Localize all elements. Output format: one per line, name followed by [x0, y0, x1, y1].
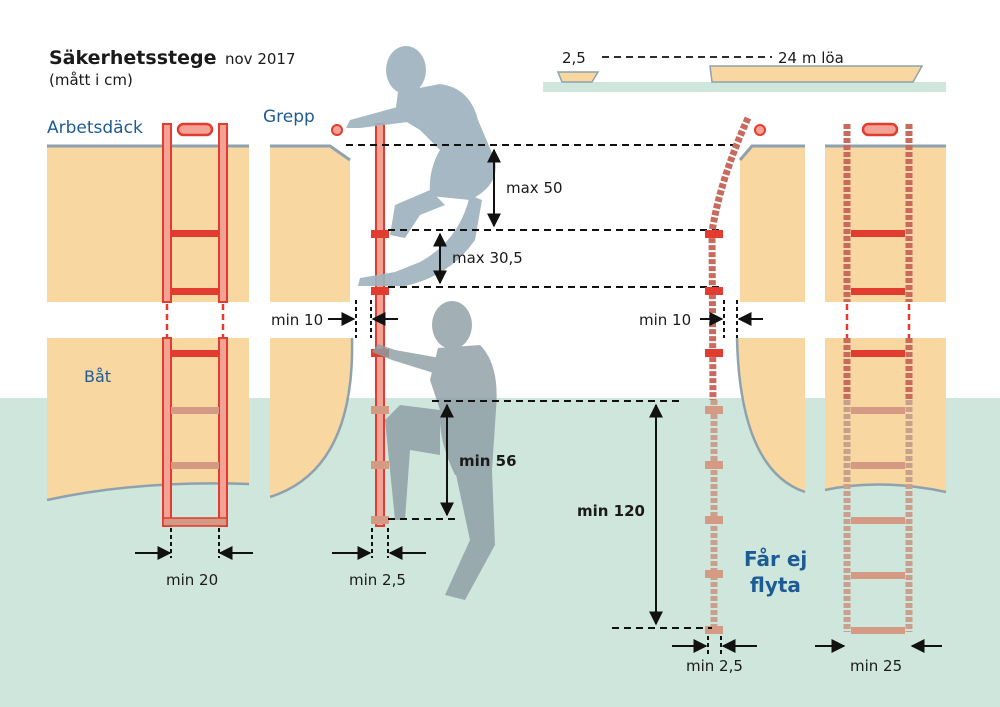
min-10-right-label: min 10 [639, 311, 691, 329]
deck-hull [270, 146, 350, 302]
boat-hull [270, 338, 353, 497]
rope-rung-end [705, 461, 723, 469]
ladder-rung [171, 288, 219, 295]
deck-hull [740, 146, 805, 302]
small-boat-icon [556, 71, 600, 83]
boat-hull-edge [824, 483, 947, 494]
rung-end [371, 406, 389, 414]
panel-rope-ladder-front: min 25 [815, 122, 947, 675]
min-25-label: min 25 [850, 657, 902, 675]
max-50-label: max 50 [506, 179, 563, 197]
ladder-rung [171, 350, 219, 357]
min-2-5-left-label: min 2,5 [349, 571, 406, 589]
units-note: (mått i cm) [49, 71, 133, 89]
large-boat-label: 24 m löa [778, 49, 844, 67]
deck-edge [270, 144, 351, 162]
panel-fixed-ladder-side: Grepp max 50 max 3 [263, 46, 740, 600]
ladder-rung [171, 462, 219, 469]
boat-hull [737, 338, 805, 492]
ladder-rail [218, 337, 228, 527]
rope-rung-end [705, 516, 723, 524]
deck-hull [825, 146, 946, 302]
ladder-rung [171, 407, 219, 414]
ladder-rail [162, 337, 172, 527]
scale-water [543, 82, 946, 92]
rope-rung-end [705, 230, 723, 238]
rung-end [371, 516, 389, 524]
rope-rung-end [705, 349, 723, 357]
large-boat-icon [709, 65, 924, 83]
rope-rung-end [705, 570, 723, 578]
min-120-label: min 120 [577, 502, 645, 520]
ladder-rung [171, 230, 219, 237]
rope-rung-end [705, 287, 723, 295]
ladder-rung [851, 572, 905, 579]
header: Säkerhetsstege nov 2017 (mått i cm) [49, 47, 296, 89]
ladder-rail [218, 123, 228, 303]
boat-hull [825, 338, 946, 492]
ladder-rung [851, 230, 905, 237]
must-not-float-label-2: flyta [750, 573, 801, 597]
small-boat-label: 2,5 [562, 49, 586, 67]
boat-hull-edge [269, 337, 354, 499]
person-climbing-upper [346, 46, 496, 286]
must-not-float-label-1: Får ej [744, 547, 807, 571]
ladder-rung [851, 407, 905, 414]
rung-end [371, 461, 389, 469]
rope-upper [708, 116, 752, 401]
page-date: nov 2017 [225, 50, 296, 68]
boat-scale: 2,5 24 m löa [543, 49, 946, 92]
grip-label: Grepp [263, 107, 315, 127]
deck-edge [738, 144, 805, 161]
ladder-rung [851, 350, 905, 357]
boat-hull-edge [735, 337, 806, 494]
min-20-label: min 20 [166, 571, 218, 589]
max-30-5-label: max 30,5 [452, 249, 523, 267]
ladder-rung [851, 462, 905, 469]
min-10-left-label: min 10 [271, 311, 323, 329]
deck-hull [47, 146, 249, 302]
boat-hull [47, 338, 249, 500]
rung-end [371, 287, 389, 295]
grip-icon [754, 124, 766, 136]
boat-label: Båt [84, 367, 111, 386]
work-deck-label: Arbetsdäck [47, 118, 143, 138]
rope-rung-end [705, 626, 723, 634]
min-56-label: min 56 [459, 452, 517, 470]
grip-handle-icon [176, 122, 214, 137]
rope-rung-end [705, 406, 723, 414]
panel-rope-ladder-side: min 10 min 120 min 2,5 Får ej flyta [577, 116, 807, 675]
min-2-5-right-label: min 2,5 [686, 657, 743, 675]
grip-icon [331, 124, 343, 136]
ladder-rung [162, 517, 228, 527]
page-title: Säkerhetsstege [49, 47, 216, 69]
grip-handle-icon [861, 122, 899, 137]
ladder-rung [851, 517, 905, 524]
ladder-rung [851, 288, 905, 295]
ladder-rung [851, 627, 905, 634]
ladder-rail [162, 123, 172, 303]
rung-end [371, 230, 389, 238]
panel-fixed-ladder-front: min 20 Arbetsdäck Båt [46, 118, 253, 589]
